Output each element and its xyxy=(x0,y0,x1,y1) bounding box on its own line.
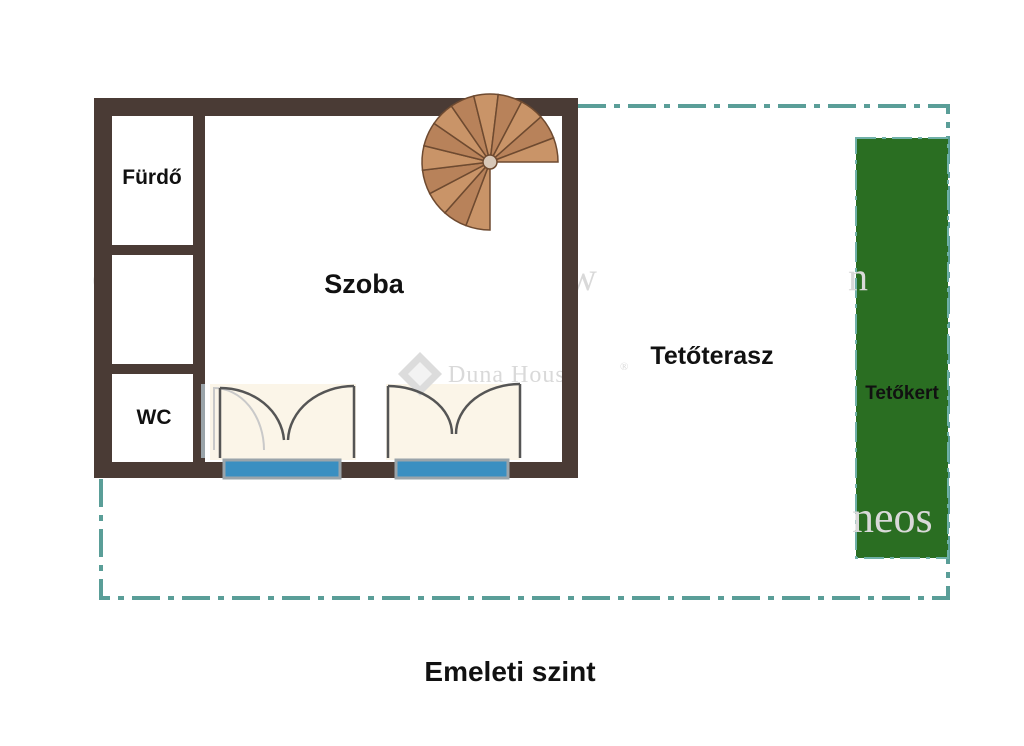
wall-right xyxy=(562,98,578,478)
wall-bottom-right xyxy=(508,462,578,478)
caption-floor-level: Emeleti szint xyxy=(424,656,595,687)
label-toilet: WC xyxy=(137,406,172,429)
watermark-fragment-bottom: neos xyxy=(852,493,933,542)
wall-inner-vertical xyxy=(193,116,205,462)
label-bathroom: Fürdő xyxy=(122,166,181,189)
wall-divider-1 xyxy=(112,245,193,255)
label-terrace: Tetőterasz xyxy=(650,342,773,370)
stair-center-post xyxy=(482,154,498,170)
window-left xyxy=(222,458,342,480)
door-floor-right xyxy=(386,384,520,460)
stair-tread xyxy=(489,136,559,163)
wall-divider-2 xyxy=(112,364,193,374)
spiral-staircase-icon xyxy=(421,93,559,231)
wall-left xyxy=(94,98,112,478)
roof-garden-area xyxy=(855,137,949,559)
label-roof-garden: Tetőkert xyxy=(865,383,939,404)
wall-bottom-left xyxy=(94,462,224,478)
wall-bottom-mid xyxy=(340,462,396,478)
logo-registered-mark: ® xyxy=(620,361,628,373)
wc-door xyxy=(201,384,265,458)
terrace-outline xyxy=(99,104,950,600)
double-door-right xyxy=(386,382,522,458)
window-right xyxy=(394,458,510,480)
windows xyxy=(222,458,510,480)
watermark-fragment-right: n xyxy=(848,254,868,299)
double-door-left xyxy=(218,384,356,458)
label-room: Szoba xyxy=(324,269,404,299)
